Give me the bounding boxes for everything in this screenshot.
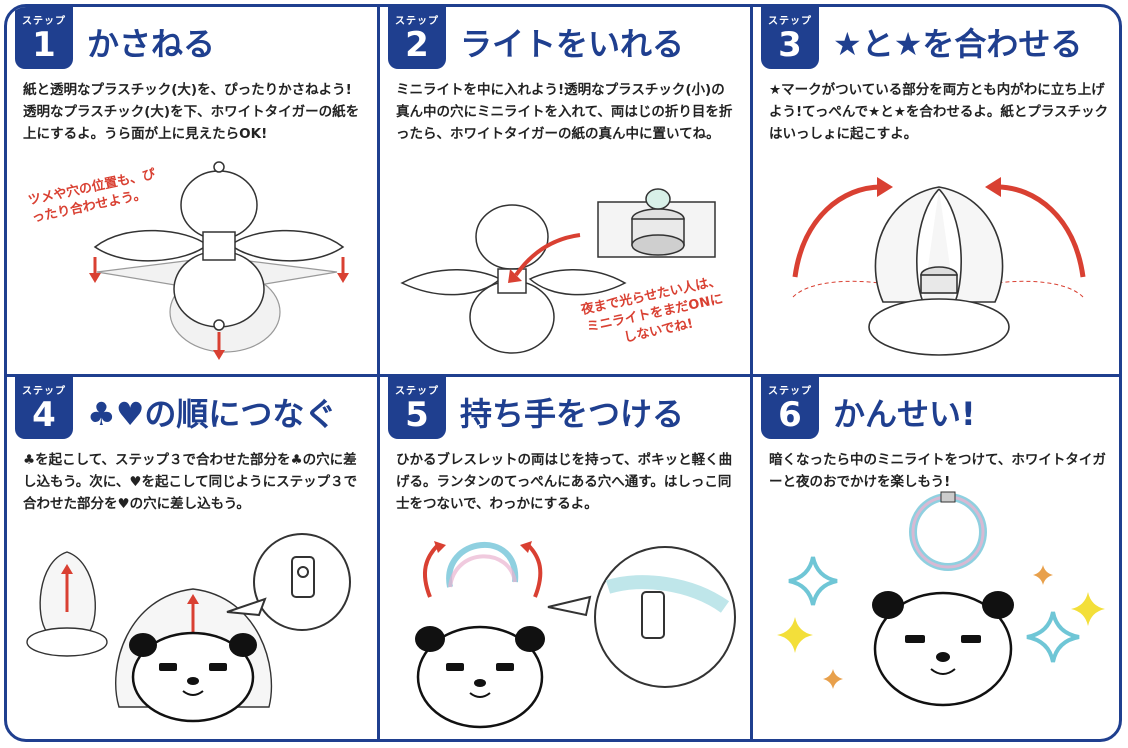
step-badge: ステップ 5 <box>388 377 446 439</box>
completed-lantern-illustration <box>777 491 1105 707</box>
step-header: ステップ 6 かんせい! <box>753 377 1119 441</box>
step-label: ステップ <box>22 386 66 397</box>
tiger-face-icon <box>872 591 1014 707</box>
divider <box>750 7 753 739</box>
step-4-panel: ステップ 4 ♣♥の順につなぐ ♣を起こして、ステップ３で合わせた部分を♣の穴に… <box>7 377 377 739</box>
step-title: かんせい! <box>833 395 976 433</box>
step-number: 6 <box>778 395 802 435</box>
step-description: 暗くなったら中のミニライトをつけて、ホワイトタイガーと夜のおでかけを楽しもう! <box>769 452 1106 490</box>
step-2-panel: ステップ 2 ライトをいれる ミニライトを中に入れよう!透明なプラスチック(小)… <box>380 7 750 374</box>
tiger-face-icon <box>129 631 257 723</box>
step-header: ステップ 5 持ち手をつける <box>380 377 750 441</box>
lantern-illustration <box>792 177 1086 356</box>
mini-light-illustration <box>400 188 716 354</box>
step-title: 持ち手をつける <box>460 395 685 433</box>
step-number: 5 <box>405 395 429 435</box>
step-description: ミニライトを中に入れよう!透明なプラスチック(小)の真ん中の穴にミニライトを入れ… <box>396 82 733 142</box>
step-number: 2 <box>405 25 429 65</box>
step-badge: ステップ 6 <box>761 377 819 439</box>
step-title: ♣♥の順につなぐ <box>87 395 337 433</box>
sparkle-icon <box>1071 592 1105 626</box>
paper-layout-illustration <box>89 161 349 360</box>
step-3-panel: ステップ 3 ★と★を合わせる ★マークがついている部分を両方とも内がわに立ち上… <box>753 7 1119 374</box>
step-label: ステップ <box>395 16 439 27</box>
step-number: 3 <box>778 25 802 65</box>
step-number: 1 <box>32 25 56 65</box>
step-1-panel: ステップ 1 かさねる 紙と透明なプラスチック(大)を、ぴったりかさねよう!透明… <box>7 7 377 374</box>
sparkle-icon <box>788 556 838 606</box>
step-badge: ステップ 3 <box>761 7 819 69</box>
divider <box>377 7 380 739</box>
bracelet-handle-illustration <box>415 541 736 729</box>
sparkle-icon <box>1033 565 1053 585</box>
tiger-lantern-illustration <box>26 533 351 723</box>
step-description: ひかるブレスレットの両はじを持って、ポキッと軽く曲げる。ランタンのてっぺんにある… <box>396 452 733 512</box>
step-badge: ステップ 2 <box>388 7 446 69</box>
step-number: 4 <box>32 395 56 435</box>
step-header: ステップ 1 かさねる <box>7 7 377 71</box>
tiger-face-icon <box>415 625 545 729</box>
step-header: ステップ 4 ♣♥の順につなぐ <box>7 377 377 441</box>
step-label: ステップ <box>768 16 812 27</box>
sparkle-icon <box>823 669 843 689</box>
divider <box>7 374 1119 377</box>
step-6-panel: ステップ 6 かんせい! 暗くなったら中のミニライトをつけて、ホワイトタイガーと… <box>753 377 1119 739</box>
step-badge: ステップ 4 <box>15 377 73 439</box>
step-description: ★マークがついている部分を両方とも内がわに立ち上げよう!てっぺんで★と★を合わせ… <box>769 82 1109 142</box>
step-label: ステップ <box>768 386 812 397</box>
step-description: ♣を起こして、ステップ３で合わせた部分を♣の穴に差し込もう。次に、♥を起こして同… <box>23 452 358 512</box>
step-badge: ステップ 1 <box>15 7 73 69</box>
instruction-sheet: ステップ 1 かさねる 紙と透明なプラスチック(大)を、ぴったりかさねよう!透明… <box>4 4 1122 742</box>
step-header: ステップ 2 ライトをいれる <box>380 7 750 71</box>
step-description: 紙と透明なプラスチック(大)を、ぴったりかさねよう!透明なプラスチック(大)を下… <box>23 82 360 142</box>
step-5-panel: ステップ 5 持ち手をつける ひかるブレスレットの両はじを持って、ポキッと軽く曲… <box>380 377 750 739</box>
step-header: ステップ 3 ★と★を合わせる <box>753 7 1119 71</box>
sparkle-icon <box>777 617 813 653</box>
step-title: ライトをいれる <box>460 25 685 63</box>
step-title: ★と★を合わせる <box>833 25 1083 63</box>
step-label: ステップ <box>395 386 439 397</box>
step-label: ステップ <box>22 16 66 27</box>
sparkle-icon <box>1026 611 1080 663</box>
step-title: かさねる <box>87 25 216 63</box>
